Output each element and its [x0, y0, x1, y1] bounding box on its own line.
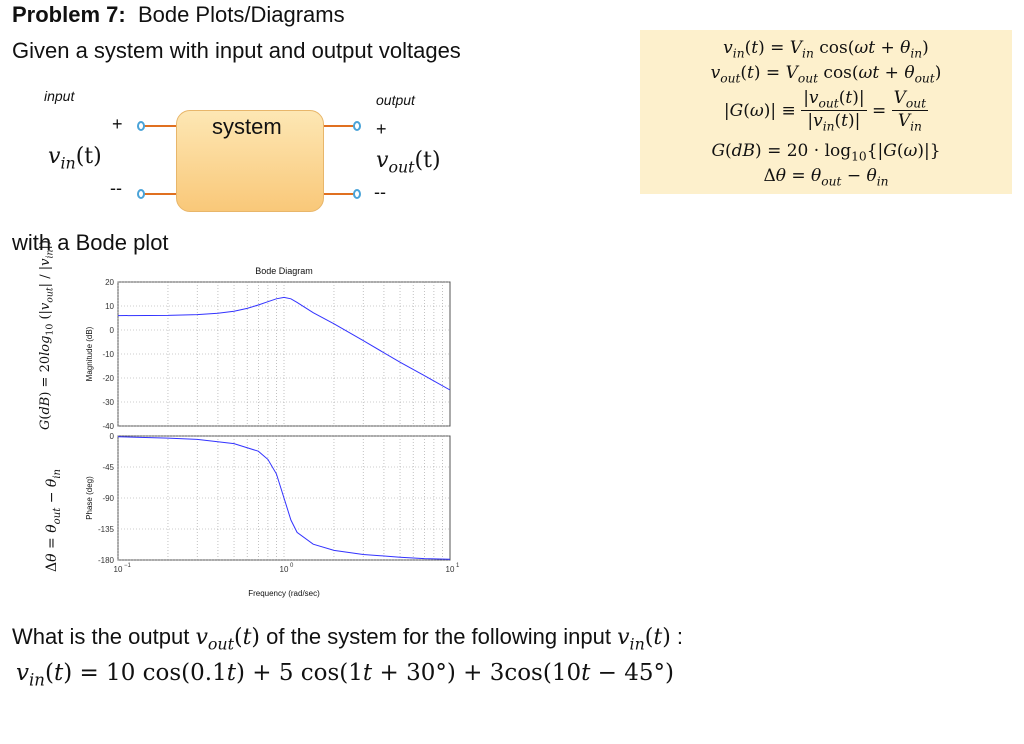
- y-tick-label: -10: [102, 350, 114, 359]
- question-text: What is the output vout(t) of the system…: [12, 624, 684, 654]
- equation-phase: Δθ = θout − θin: [763, 166, 889, 189]
- y-tick-label: -20: [102, 374, 114, 383]
- x-tick-exponent: 1: [456, 563, 460, 569]
- x-tick-label: 10: [114, 565, 123, 574]
- vout-label: vout(t): [376, 148, 441, 177]
- input-label: input: [44, 88, 75, 104]
- y-tick-label: -180: [98, 556, 115, 565]
- x-tick-label: 10: [446, 565, 455, 574]
- equations-box: vin(t) = Vin cos(ωt + θin) vout(t) = Vou…: [640, 30, 1012, 194]
- x-tick-exponent: −1: [124, 563, 132, 569]
- phase-curve: [117, 436, 451, 560]
- problem-heading: Problem 7: Bode Plots/Diagrams: [12, 2, 345, 28]
- equation-vout: vout(t) = Vout cos(ωt + θout): [710, 63, 942, 86]
- x-tick-exponent: 0: [290, 563, 294, 569]
- phase-side-label: Δθ = θout − θin: [44, 468, 63, 572]
- y-tick-label: -90: [102, 494, 114, 503]
- magnitude-side-label: G(dB) = 20log10 (|vout| / |vin|): [38, 240, 56, 430]
- y-tick-label: 0: [110, 326, 115, 335]
- output-plus-sign: +: [376, 119, 387, 139]
- equation-db: G(dB) = 20 · log10{|G(ω)|}: [711, 141, 941, 164]
- vin-label: vin(t): [48, 144, 102, 173]
- bode-caption: with a Bode plot: [12, 230, 169, 255]
- output-label: output: [376, 92, 415, 108]
- x-tick-label: 10: [280, 565, 289, 574]
- equation-gain: |G(ω)| ≡ |vout(t)| |vin(t)| = Vout Vin: [723, 88, 929, 134]
- y-tick-label: -135: [98, 525, 115, 534]
- equation-vin: vin(t) = Vin cos(ωt + θin): [723, 38, 929, 61]
- y-axis-label: Magnitude (dB): [85, 326, 94, 381]
- x-axis-label: Frequency (rad/sec): [248, 589, 320, 598]
- y-tick-label: 0: [110, 432, 115, 441]
- y-tick-label: -40: [102, 422, 114, 431]
- circuit-wires: [137, 121, 361, 199]
- input-plus-sign: +: [112, 114, 123, 134]
- magnitude-curve: [117, 296, 451, 391]
- problem-label: Problem 7:: [12, 2, 126, 27]
- y-tick-label: 20: [105, 278, 114, 287]
- system-block: [176, 110, 324, 212]
- y-axis-label: Phase (deg): [85, 476, 94, 520]
- y-tick-label: 10: [105, 302, 114, 311]
- input-equation: vin(t) = 10 cos(0.1t) + 5 cos(1t + 30°) …: [16, 660, 674, 690]
- problem-title: Bode Plots/Diagrams: [137, 2, 345, 27]
- system-label: system: [212, 114, 282, 139]
- y-tick-label: -45: [102, 463, 114, 472]
- chart-title: Bode Diagram: [255, 266, 313, 276]
- output-minus-sign: --: [374, 182, 386, 202]
- given-text: Given a system with input and output vol…: [12, 38, 461, 63]
- y-tick-label: -30: [102, 398, 114, 407]
- input-minus-sign: --: [110, 178, 122, 198]
